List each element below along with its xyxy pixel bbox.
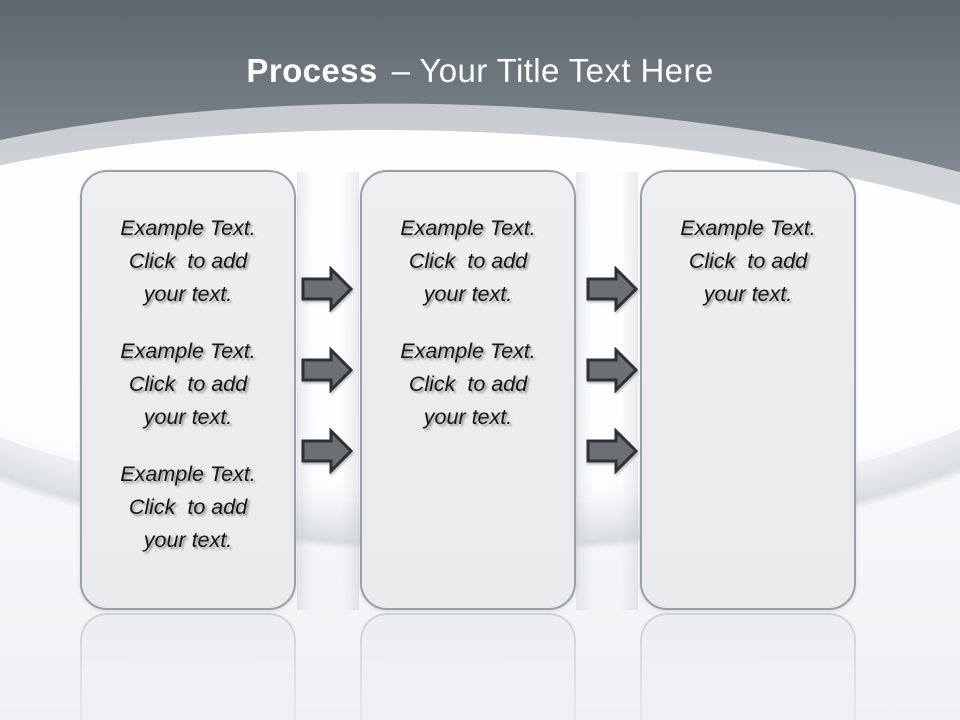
- gap-channel: [576, 172, 638, 610]
- gap-channel: [297, 172, 359, 610]
- text-line: your text.: [423, 405, 513, 429]
- text-line: Click to add: [408, 249, 528, 273]
- text-line: Click to add: [128, 495, 248, 519]
- text-line: Example Text.: [120, 462, 256, 486]
- slide-title[interactable]: Process–Your Title Text Here: [0, 52, 960, 90]
- title-text: Your Title Text Here: [419, 52, 714, 89]
- text-line: Example Text.: [400, 216, 536, 240]
- text-placeholder[interactable]: Example Text. Click to add your text.: [82, 335, 294, 434]
- text-line: your text.: [703, 282, 793, 306]
- text-line: Click to add: [688, 249, 808, 273]
- title-separator: –: [391, 52, 411, 89]
- text-line: your text.: [143, 405, 233, 429]
- text-placeholder[interactable]: Example Text. Click to add your text.: [82, 212, 294, 311]
- text-line: Click to add: [128, 372, 248, 396]
- process-box-1[interactable]: Example Text. Click to add your text. Ex…: [80, 170, 296, 610]
- text-placeholder[interactable]: Example Text. Click to add your text.: [642, 212, 854, 311]
- right-arrow-icon[interactable]: [586, 266, 639, 312]
- text-line: Click to add: [408, 372, 528, 396]
- text-line: your text.: [143, 282, 233, 306]
- text-line: Example Text.: [400, 339, 536, 363]
- text-placeholder[interactable]: Example Text. Click to add your text.: [82, 458, 294, 557]
- text-placeholder[interactable]: Example Text. Click to add your text.: [362, 335, 574, 434]
- text-line: your text.: [423, 282, 513, 306]
- right-arrow-icon[interactable]: [586, 347, 639, 393]
- right-arrow-icon[interactable]: [586, 428, 639, 474]
- text-line: your text.: [143, 528, 233, 552]
- text-line: Example Text.: [120, 339, 256, 363]
- text-line: Click to add: [128, 249, 248, 273]
- process-box-3[interactable]: Example Text. Click to add your text.: [640, 170, 856, 610]
- text-line: Example Text.: [120, 216, 256, 240]
- text-line: Example Text.: [680, 216, 816, 240]
- right-arrow-icon[interactable]: [301, 428, 354, 474]
- right-arrow-icon[interactable]: [301, 347, 354, 393]
- title-keyword: Process: [246, 52, 378, 89]
- process-box-2[interactable]: Example Text. Click to add your text. Ex…: [360, 170, 576, 610]
- curved-band: [0, 103, 960, 205]
- right-arrow-icon[interactable]: [301, 266, 354, 312]
- text-placeholder[interactable]: Example Text. Click to add your text.: [362, 212, 574, 311]
